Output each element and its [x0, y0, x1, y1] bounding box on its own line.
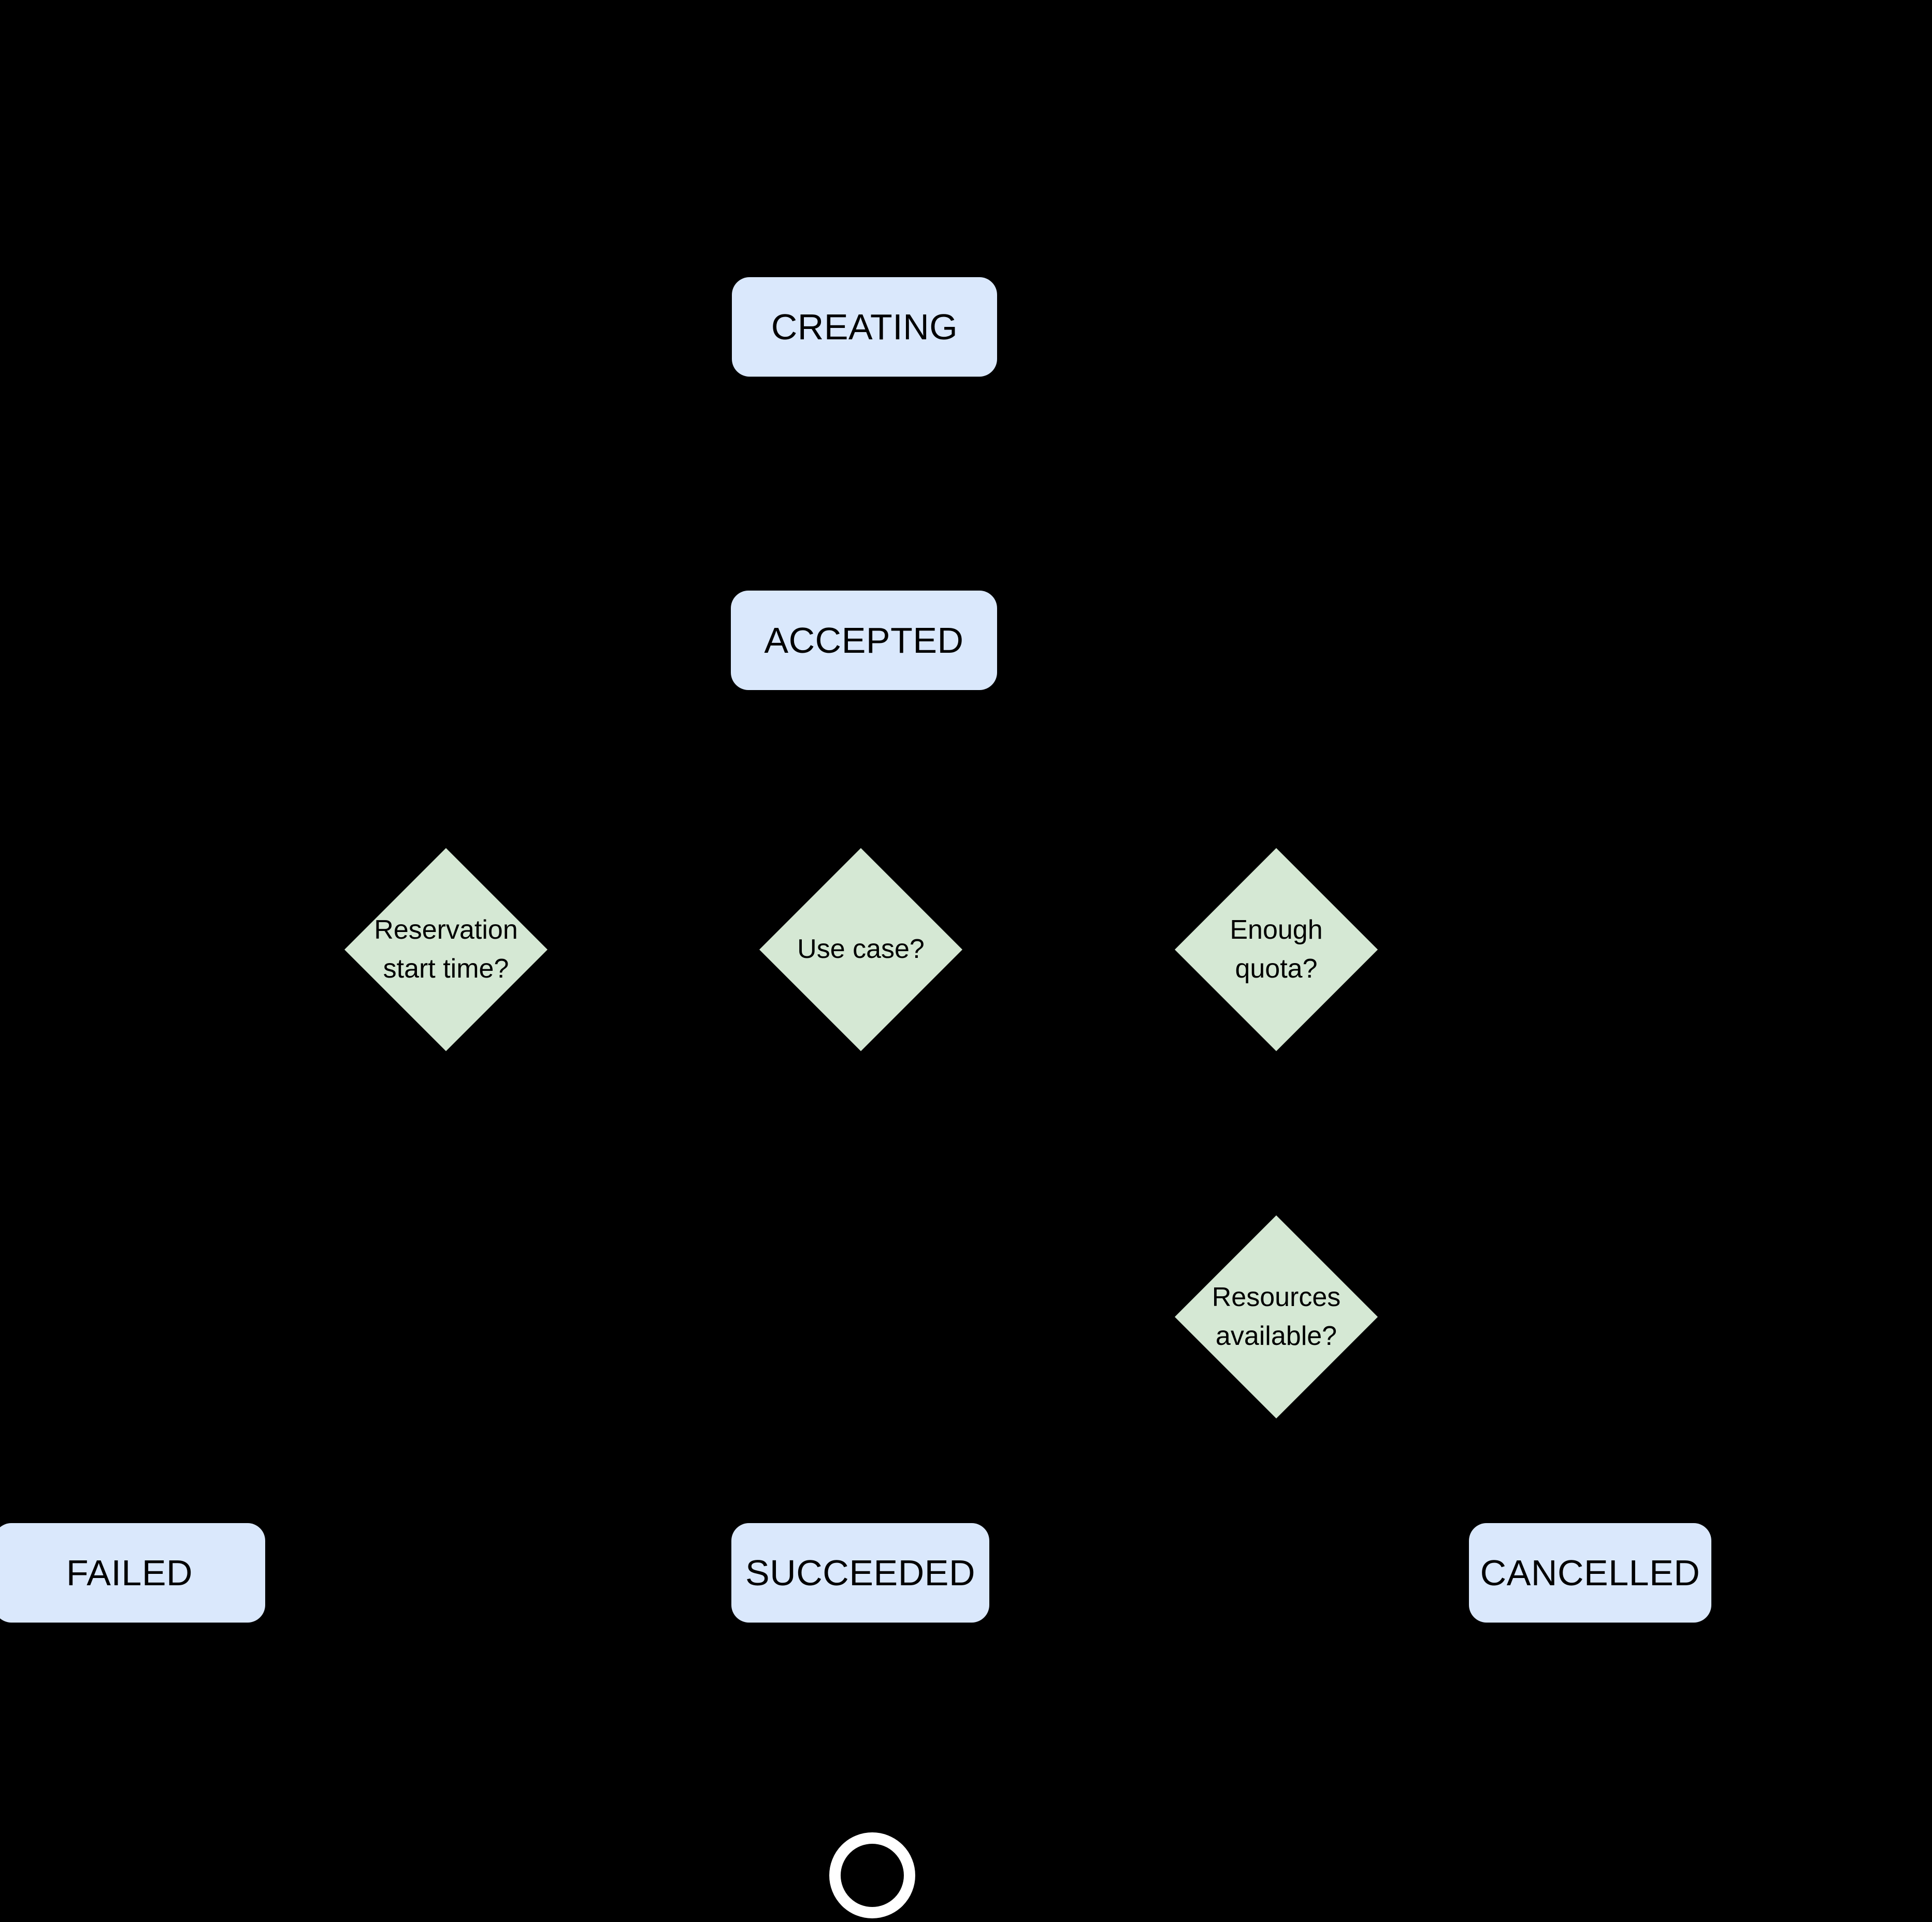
- edge-accepted-enough-quota: [862, 690, 1278, 838]
- arrowhead-accepted-use-case: [852, 829, 870, 848]
- diamond-shape-enough-quota: [1175, 848, 1378, 1051]
- state-label-creating: CREATING: [771, 307, 958, 347]
- decision-node-use-case[interactable]: Use case?: [759, 848, 962, 1051]
- decision-node-enough-quota[interactable]: Enough quota?: [1175, 848, 1378, 1051]
- edge-reservation-start-time-failed: [131, 1051, 448, 1513]
- terminal-end-circle-icon: [829, 1832, 915, 1918]
- arrowhead-use-case-succeeded: [852, 1504, 870, 1523]
- state-node-accepted[interactable]: ACCEPTED: [731, 591, 997, 690]
- arrowhead-succeeded-end: [863, 1814, 882, 1832]
- decision-node-resources-available[interactable]: Resources available?: [1175, 1215, 1378, 1418]
- edge-accepted-reservation-start-time: [444, 690, 866, 838]
- state-node-creating[interactable]: CREATING: [732, 277, 997, 377]
- state-label-failed: FAILED: [66, 1553, 193, 1593]
- diamond-shape-use-case: [759, 848, 962, 1051]
- arrowhead-resources-available-cancelled: [1581, 1504, 1599, 1523]
- state-node-cancelled[interactable]: CANCELLED: [1469, 1523, 1711, 1623]
- diamond-shape-reservation-start-time: [344, 848, 547, 1051]
- state-node-failed[interactable]: FAILED: [0, 1523, 265, 1623]
- arrowhead-accepted-reservation-start-time: [437, 829, 455, 848]
- arrowhead-enough-quota-resources-available: [1267, 1197, 1286, 1215]
- decision-node-reservation-start-time[interactable]: Reservation start time?: [344, 848, 547, 1051]
- state-node-succeeded[interactable]: SUCCEEDED: [731, 1523, 989, 1623]
- edge-resources-available-cancelled: [1275, 1418, 1592, 1513]
- state-label-accepted: ACCEPTED: [764, 620, 964, 661]
- state-label-succeeded: SUCCEEDED: [745, 1553, 976, 1593]
- arrowhead-creating-accepted: [855, 572, 873, 591]
- arrowhead-accepted-enough-quota: [1267, 829, 1286, 848]
- diamond-shape-resources-available: [1175, 1215, 1378, 1418]
- arrowhead-reservation-start-time-failed: [123, 1504, 142, 1523]
- state-label-cancelled: CANCELLED: [1480, 1553, 1700, 1593]
